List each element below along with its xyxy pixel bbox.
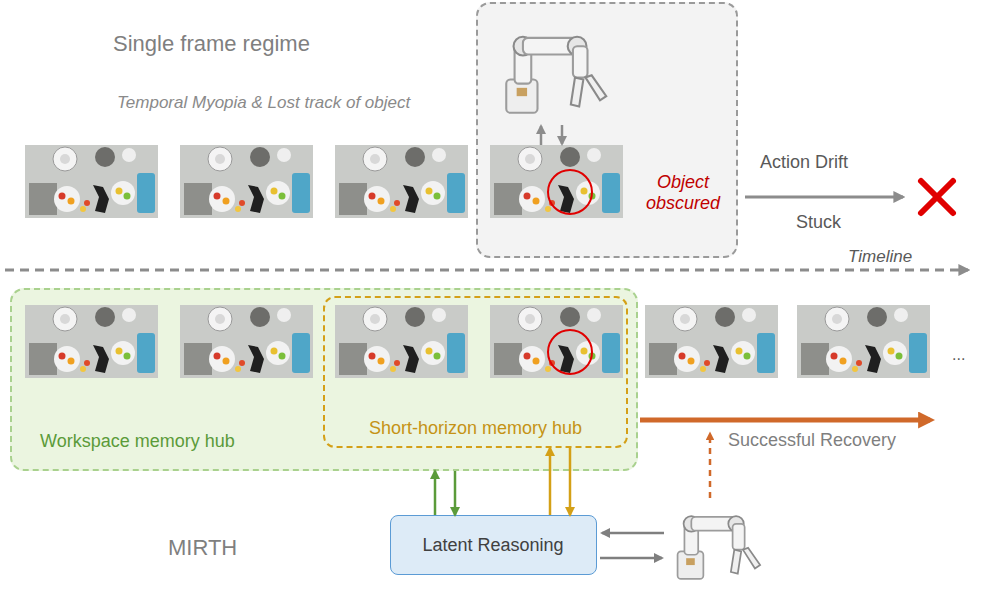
feedback-arrow: [540, 126, 543, 145]
camera-frame: [180, 305, 313, 378]
memory-connector: [569, 448, 572, 515]
section-heading: MIRTH: [168, 535, 237, 560]
node-label: Short-horizon memory hub: [325, 418, 626, 439]
camera-frame: [797, 305, 930, 378]
camera-frame: [25, 145, 158, 218]
recovery-link: [709, 434, 712, 498]
outcome-label: Stuck: [796, 212, 841, 233]
robot-arm: [678, 516, 761, 579]
memory-connector: [549, 448, 552, 515]
recovery-arrow: [640, 418, 930, 423]
outcome-label: Successful Recovery: [728, 430, 896, 451]
node-label: Latent Reasoning: [391, 535, 595, 556]
robot-arm: [506, 37, 606, 113]
camera-frame: [645, 305, 778, 378]
process-box: Latent Reasoning: [390, 515, 597, 575]
feedback-arrow: [561, 125, 564, 144]
highlight-circle: [548, 170, 592, 214]
memory-connector: [454, 471, 457, 515]
observation-panel: Object obscured: [476, 2, 738, 258]
highlight-circle: [548, 330, 592, 374]
observation-arrow: [602, 532, 664, 535]
node-label: Object obscured: [628, 172, 738, 213]
memory-hub-box: Short-horizon memory hub: [323, 296, 628, 448]
axis-label: Timeline: [848, 247, 912, 267]
failure-cross: [921, 181, 953, 213]
camera-frame: [490, 305, 623, 378]
camera-frame: [180, 145, 313, 218]
camera-frame: [490, 145, 623, 218]
edge-layer: [435, 448, 570, 515]
ellipsis-mark: ...: [952, 346, 965, 364]
drift-arrow: [745, 196, 903, 199]
timeline-arrow: [5, 269, 968, 272]
camera-frame: [335, 145, 468, 218]
camera-frame: [25, 305, 158, 378]
section-subtitle: Temporal Myopia & Lost track of object: [117, 93, 410, 113]
section-heading: Single frame regime: [113, 31, 310, 56]
memory-hub-box: Short-horizon memory hubWorkspace memory…: [10, 288, 638, 471]
action-arrow: [600, 557, 662, 560]
camera-frame: [335, 305, 468, 378]
outcome-label: Action Drift: [760, 152, 848, 173]
memory-connector: [434, 471, 437, 515]
node-label: Workspace memory hub: [40, 431, 320, 452]
